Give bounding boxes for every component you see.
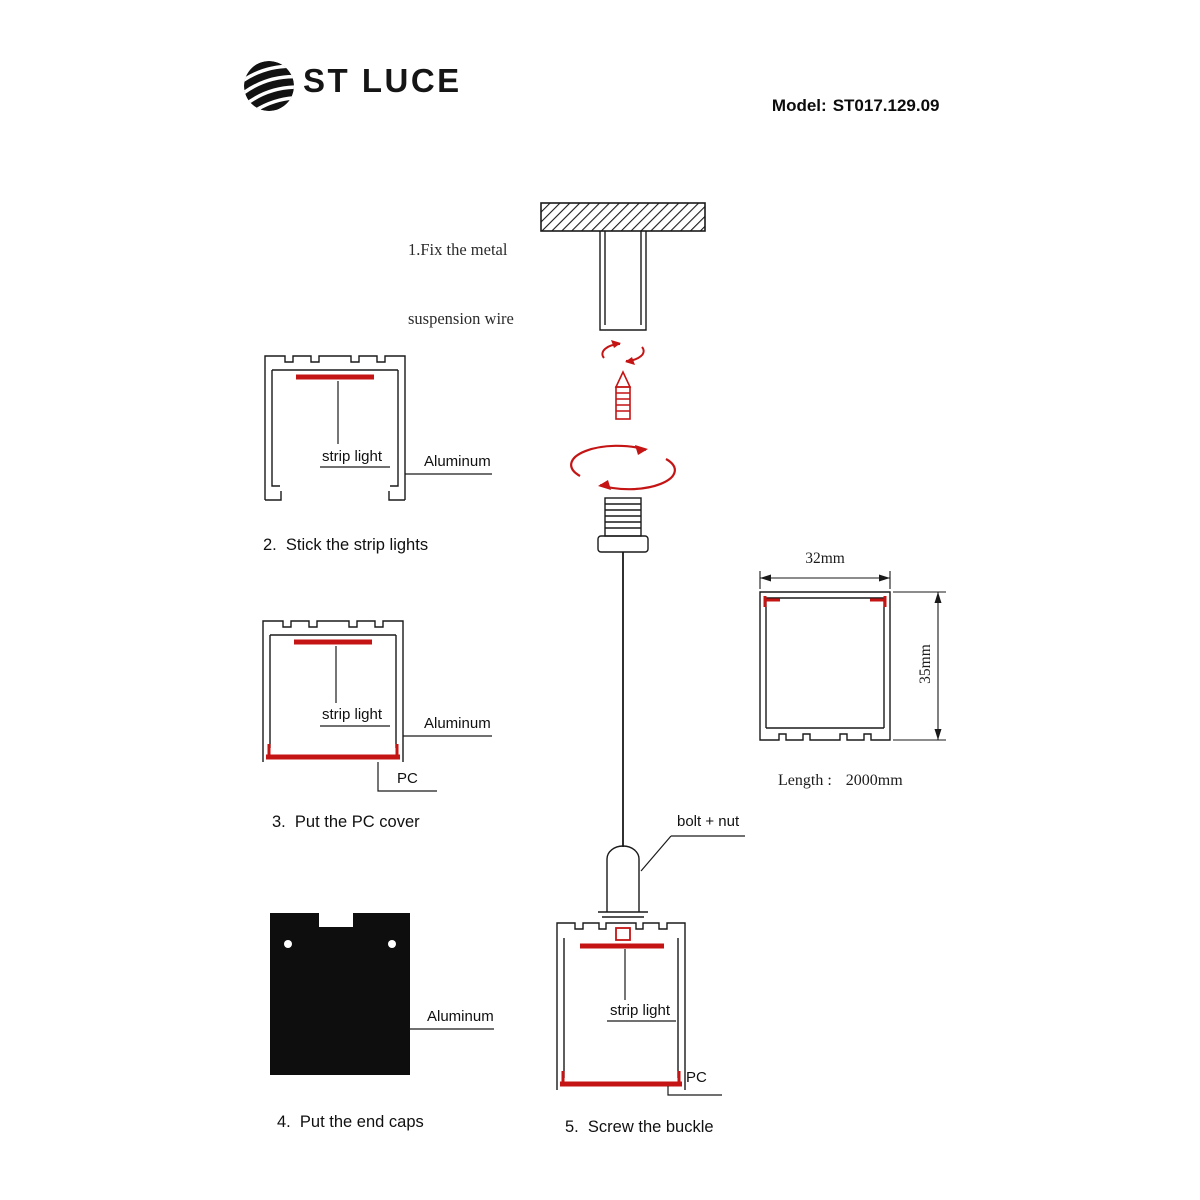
step5-bolt-nut-label: bolt + nut (677, 813, 740, 830)
bolt (615, 927, 631, 941)
dimension-height-label: 35mm (917, 644, 934, 684)
ceiling-hatch (540, 202, 706, 232)
step3-caption: 3. Put the PC cover (272, 813, 420, 831)
leader-line (667, 1086, 722, 1096)
step3-pc-label: PC (397, 770, 418, 787)
aluminum-profile (759, 591, 891, 741)
pc-clips (763, 596, 887, 607)
step4-aluminum-label: Aluminum (427, 1008, 494, 1025)
threaded-connector (597, 497, 649, 553)
aluminum-profile (556, 922, 686, 1090)
step2-strip-light-label: strip light (322, 448, 383, 465)
step4-diagram (270, 913, 494, 1075)
aluminum-profile (262, 620, 404, 762)
leader-line (640, 835, 745, 872)
brand-logo-icon (243, 60, 295, 112)
rotation-arrow-small-icon (601, 340, 645, 365)
model-label: Model: (771, 96, 827, 115)
end-cap-notch (319, 913, 353, 927)
step1-note-line2: suspension wire (408, 309, 514, 328)
length-label: Length : (778, 772, 832, 789)
step2-aluminum-label: Aluminum (424, 453, 491, 470)
dimension-width-label: 32mm (805, 550, 845, 567)
step4-caption: 4. Put the end caps (277, 1113, 424, 1131)
step5-pc-label: PC (686, 1069, 707, 1086)
model-number: Model: ST017.129.09 (753, 76, 940, 136)
model-value: ST017.129.09 (832, 96, 940, 115)
step1-diagram (540, 202, 706, 847)
step2-caption: 2. Stick the strip lights (263, 536, 429, 554)
buckle (598, 845, 648, 918)
canopy-cup (599, 231, 647, 331)
step5-caption: 5. Screw the buckle (565, 1118, 714, 1136)
brand-name: ST LUCE (303, 62, 462, 99)
step3-aluminum-label: Aluminum (424, 715, 491, 732)
leader-line (377, 762, 437, 792)
rotation-arrow-large-icon (570, 444, 676, 491)
step2-diagram (264, 355, 492, 501)
end-cap-hole (284, 940, 292, 948)
dimension-length: Length : 2000mm (762, 754, 903, 808)
step3-strip-light-label: strip light (322, 706, 383, 723)
end-cap (270, 913, 410, 1075)
step3-diagram (262, 620, 492, 792)
dim-extension-lines (893, 591, 946, 741)
dimension-diagram (759, 571, 946, 741)
step1-note-line1: 1.Fix the metal (408, 240, 508, 259)
set-screw (614, 370, 632, 420)
step5-strip-light-label: strip light (610, 1002, 671, 1019)
step1-note: 1.Fix the metal suspension wire (408, 192, 514, 376)
dim-extension-lines (759, 571, 891, 589)
end-cap-hole (388, 940, 396, 948)
aluminum-profile (264, 355, 406, 500)
length-value: 2000mm (845, 772, 903, 789)
step5-diagram (556, 835, 745, 1096)
